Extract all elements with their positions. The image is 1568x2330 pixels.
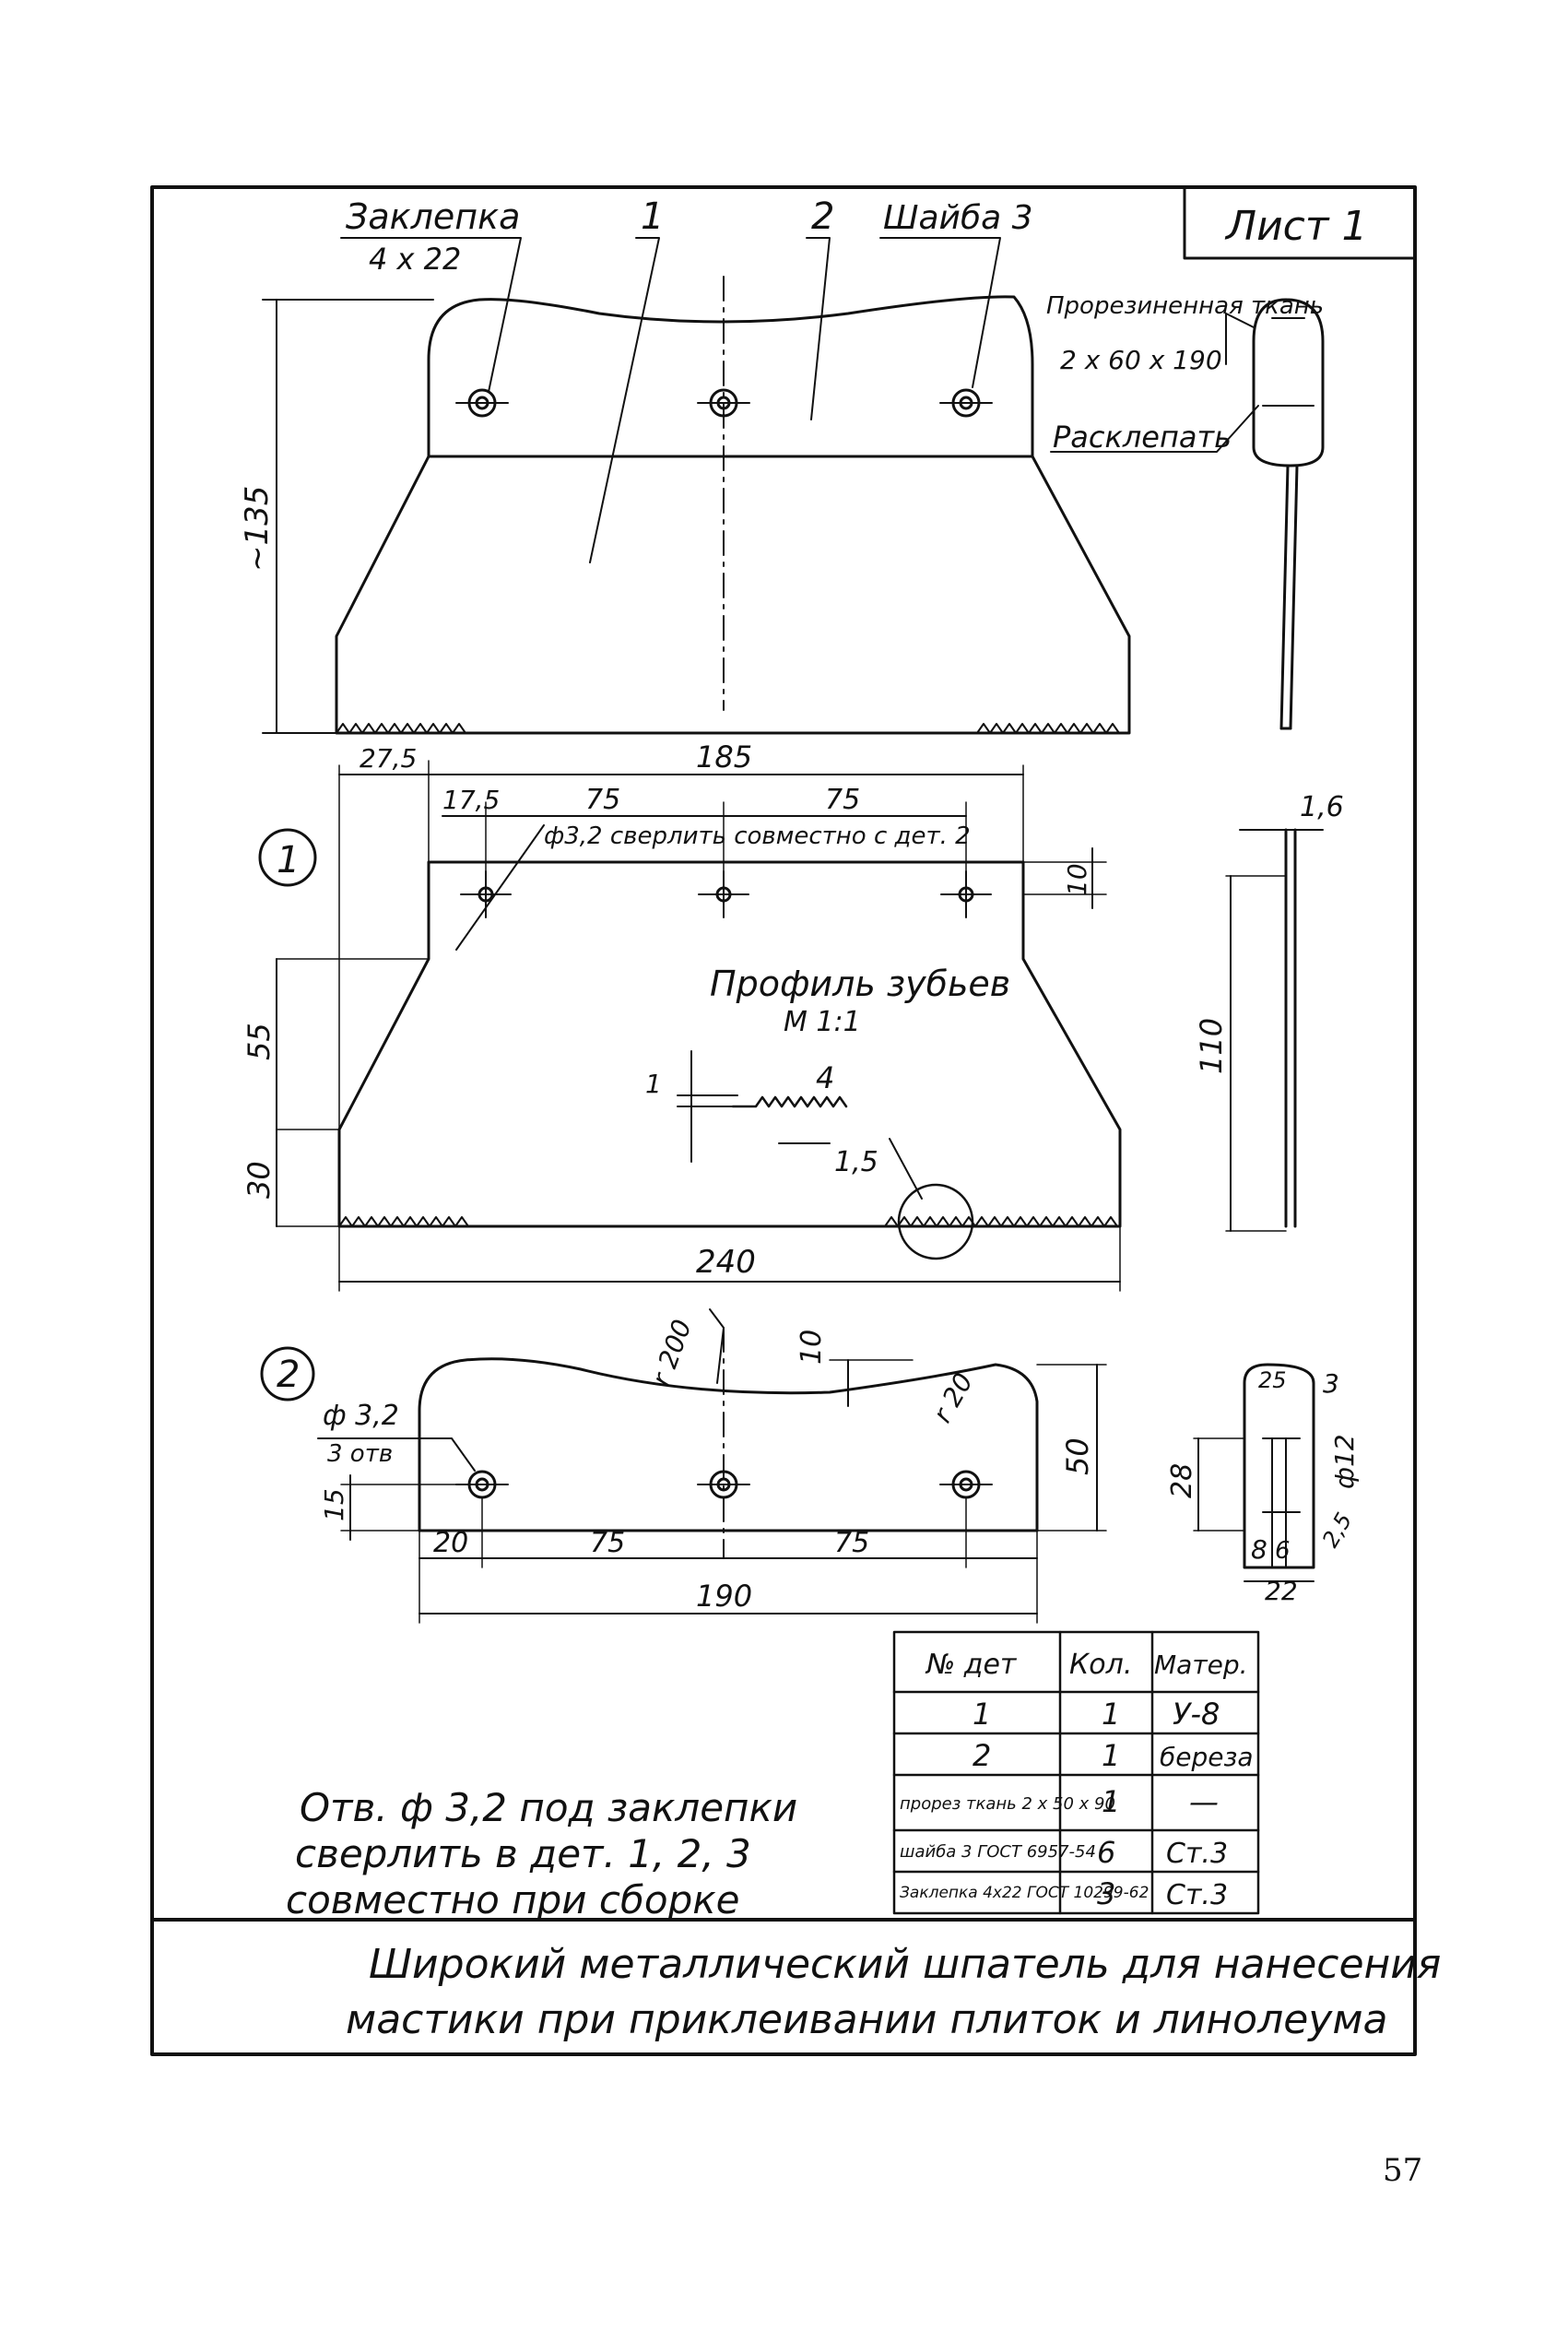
dim-20: 20 — [433, 1527, 468, 1559]
page-number: 57 — [1383, 2152, 1422, 2189]
tooth-dim-4: 4 — [816, 1060, 834, 1095]
handle-detail-outline — [418, 1357, 1039, 1532]
tooth-profile-scale: М 1:1 — [784, 1006, 861, 1038]
sec-dim-d12: ф12 — [1329, 1434, 1360, 1489]
table-cell: шайба 3 ГОСТ 6957-54 — [900, 1842, 1096, 1862]
sheet-label-box — [1183, 185, 1417, 260]
dim-190: 190 — [696, 1579, 752, 1614]
sec-dim-6: 6 — [1275, 1537, 1291, 1565]
dim-75-right: 75 — [825, 784, 860, 816]
parts-table — [892, 1630, 1260, 1915]
dim-55: 55 — [242, 1023, 277, 1060]
drill-note: ф3,2 сверлить совместно с дет. 2 — [544, 822, 971, 850]
part-2-callout: 2 — [811, 195, 834, 238]
table-cell: Заклепка 4x22 ГОСТ 10299-62 — [900, 1884, 1149, 1902]
blade-teeth-top — [336, 723, 1120, 734]
sec-dim-2-5: 2,5 — [1317, 1508, 1357, 1552]
detail-2-marker — [260, 1346, 315, 1402]
drawing-title-line-2: мастики при приклеивании плиток и линоле… — [346, 1996, 1388, 2043]
drawing-title-line-1: Широкий металлический шпатель для нанесе… — [369, 1941, 1441, 1988]
sec-dim-25: 25 — [1258, 1367, 1287, 1393]
dim-30: 30 — [242, 1161, 277, 1199]
table-cell: 1 — [1102, 1697, 1120, 1732]
table-cell: Ст.3 — [1166, 1838, 1228, 1870]
dim-17-5: 17,5 — [442, 785, 500, 815]
table-cell: 2 — [973, 1738, 991, 1773]
dim-27-5: 27,5 — [360, 743, 417, 774]
rivet-callout-label: Заклепка — [346, 196, 520, 237]
assembly-note-line-3: совместно при сборке — [286, 1877, 739, 1922]
dim-10-handle: 10 — [796, 1330, 828, 1365]
table-header-qty: Кол. — [1069, 1649, 1132, 1681]
table-cell: 6 — [1097, 1835, 1115, 1870]
sheet-frame — [150, 185, 1417, 2056]
dim-height-135: ~135 — [239, 486, 276, 572]
table-cell: прорез ткань 2 x 50 x 90 — [900, 1794, 1115, 1814]
detail-1-number: 1 — [277, 839, 300, 881]
dim-185: 185 — [696, 739, 752, 775]
table-header-material: Матер. — [1154, 1650, 1248, 1680]
dim-50: 50 — [1060, 1437, 1095, 1475]
tooth-profile-title: Профиль зубьев — [710, 964, 1010, 1004]
dim-hole-dia: ф 3,2 — [323, 1400, 399, 1432]
sec-dim-22: 22 — [1265, 1576, 1298, 1606]
handle-outline — [427, 295, 1034, 458]
assembly-top-view — [262, 237, 1131, 735]
table-cell: береза — [1160, 1742, 1254, 1772]
detail-2-handle — [260, 1308, 1315, 1624]
handle-section — [1243, 1363, 1315, 1569]
assembly-note-line-1: Отв. ф 3,2 под заклепки — [300, 1785, 797, 1830]
fabric-size: 2 x 60 x 190 — [1060, 345, 1222, 375]
table-cell: 3 — [1097, 1876, 1115, 1911]
blade-detail-teeth — [338, 1216, 1118, 1227]
dim-110: 110 — [1194, 1018, 1229, 1074]
table-cell: 1 — [973, 1697, 991, 1732]
assembly-note-line-2: сверлить в дет. 1, 2, 3 — [295, 1831, 751, 1876]
dim-15: 15 — [319, 1488, 349, 1521]
table-cell: 1 — [1102, 1738, 1120, 1773]
table-cell: — — [1189, 1784, 1219, 1819]
tooth-dim-1: 1 — [645, 1069, 662, 1099]
rivet-callout-size: 4 x 22 — [369, 242, 461, 277]
peen-label: Расклепать — [1053, 420, 1232, 455]
sec-dim-8: 8 — [1251, 1534, 1267, 1565]
fabric-label: Прорезиненная ткань — [1046, 292, 1324, 320]
table-cell: 1 — [1102, 1784, 1120, 1819]
table-cell: Ст.3 — [1166, 1879, 1228, 1911]
dim-75-b: 75 — [834, 1527, 869, 1559]
dim-75-left: 75 — [585, 784, 620, 816]
table-header-part: № дет — [925, 1649, 1018, 1681]
dim-r200: r 200 — [646, 1316, 698, 1390]
dim-hole-count: 3 отв — [327, 1440, 393, 1468]
tooth-profile — [731, 1095, 848, 1108]
detail-1-blade — [258, 760, 1324, 1292]
dim-75-a: 75 — [590, 1527, 625, 1559]
table-cell: У-8 — [1173, 1697, 1220, 1732]
blade-outline — [335, 455, 1131, 735]
dim-10-top: 10 — [1062, 863, 1092, 896]
tooth-dim-1-5: 1,5 — [834, 1146, 878, 1178]
sec-dim-28: 28 — [1166, 1463, 1198, 1498]
assembly-side-view — [1050, 298, 1325, 730]
blade-detail-outline — [337, 860, 1122, 1228]
detail-2-number: 2 — [277, 1354, 300, 1396]
sheet-label: Лист 1 — [1224, 203, 1367, 250]
dim-240: 240 — [696, 1244, 756, 1281]
part-1-callout: 1 — [641, 195, 664, 238]
detail-1-marker — [258, 828, 317, 887]
washer-callout: Шайба 3 — [883, 199, 1033, 237]
dim-1-6: 1,6 — [1300, 791, 1344, 823]
sec-dim-3: 3 — [1323, 1368, 1339, 1399]
